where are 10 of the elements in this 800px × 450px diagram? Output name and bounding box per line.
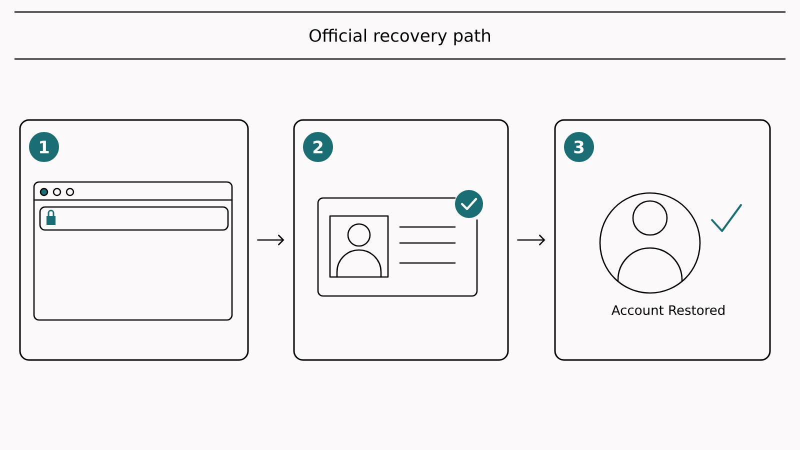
- node-label: Account Restored: [612, 304, 724, 316]
- step-panel: [554, 119, 771, 361]
- step-panel: [19, 119, 249, 361]
- step-panel: [293, 119, 509, 361]
- arrow: [517, 234, 546, 246]
- step-number: 2: [303, 132, 333, 162]
- arrow: [257, 234, 284, 246]
- title: Official recovery path: [310, 28, 490, 46]
- step-number: 3: [564, 132, 594, 162]
- step-number: 1: [29, 132, 59, 162]
